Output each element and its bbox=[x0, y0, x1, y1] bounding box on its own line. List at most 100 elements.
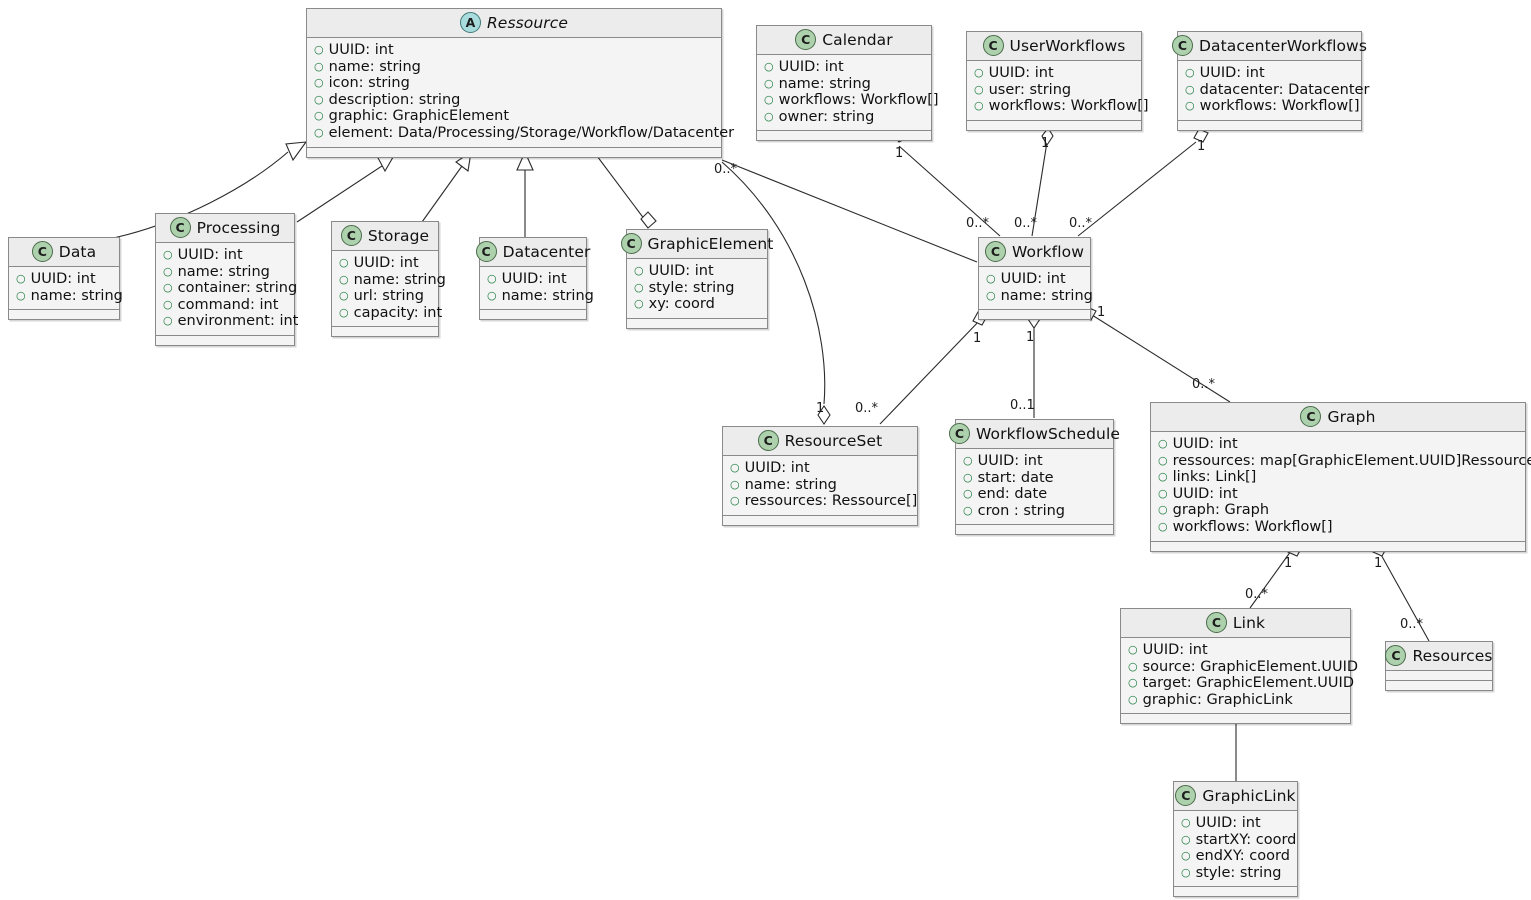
attribute-label: graphic: GraphicLink bbox=[1142, 691, 1293, 708]
class-attribute: ○UUID: int bbox=[1185, 65, 1353, 82]
visibility-public-icon: ○ bbox=[163, 281, 173, 295]
class-icon: C bbox=[340, 225, 362, 246]
attribute-label: UUID: int bbox=[1172, 436, 1238, 452]
class-operations-datacenter bbox=[480, 310, 586, 320]
class-name-label: Resources bbox=[1412, 646, 1493, 665]
visibility-public-icon: ○ bbox=[163, 248, 173, 261]
multiplicity-label: 0..* bbox=[1245, 587, 1269, 602]
class-attribute: ○ xy: coord bbox=[634, 296, 759, 313]
class-operations-datacenterworkflows bbox=[1178, 120, 1361, 130]
class-operations-resourceset bbox=[723, 515, 917, 525]
edge-datacenterworkflows-to-workflow bbox=[1077, 141, 1197, 237]
class-header-workflowschedule: C WorkflowSchedule bbox=[949, 420, 1120, 449]
visibility-public-icon: ○ bbox=[963, 503, 973, 517]
attribute-label: capacity: int bbox=[353, 304, 443, 321]
class-attributes-data: ○UUID: int○name: string bbox=[9, 267, 123, 311]
class-attribute: ○links: Link[] bbox=[1158, 469, 1517, 486]
attribute-label: xy: coord bbox=[648, 296, 715, 313]
attribute-label: workflows: Workflow[] bbox=[778, 92, 939, 109]
attribute-label: graph: Graph bbox=[1172, 502, 1270, 519]
class-attributes-storage: ○UUID: int○name: string○url: string○capa… bbox=[332, 251, 446, 328]
visibility-public-icon: ○ bbox=[163, 297, 173, 311]
class-attributes-graph: ○UUID: int○ressources: map[GraphicElemen… bbox=[1151, 432, 1531, 542]
visibility-public-icon: ○ bbox=[730, 477, 740, 491]
class-attribute: ○capacity: int bbox=[339, 305, 442, 322]
class-operations-graph bbox=[1151, 541, 1525, 551]
visibility-public-icon: ○ bbox=[1158, 453, 1168, 467]
class-name-label: Graph bbox=[1327, 407, 1376, 426]
edge-graph-to-link bbox=[1249, 550, 1292, 609]
generalization-arrow-data bbox=[285, 141, 308, 162]
attribute-label: UUID: int bbox=[1195, 815, 1261, 831]
class-operations-ressource bbox=[307, 147, 721, 157]
visibility-public-icon: ○ bbox=[634, 297, 644, 311]
class-attribute: ○ name: string bbox=[16, 288, 123, 305]
class-attributes-link: ○UUID: int○source: GraphicElement.UUID○t… bbox=[1121, 638, 1358, 715]
visibility-public-icon: ○ bbox=[16, 288, 26, 302]
attribute-label: UUID: int bbox=[1199, 65, 1265, 81]
class-attribute: ○name: string bbox=[986, 288, 1093, 305]
attribute-label: UUID: int bbox=[1172, 485, 1238, 502]
class-operations-processing bbox=[156, 335, 294, 345]
multiplicity-label: 1 bbox=[816, 401, 824, 416]
class-attribute: ○graphic: GraphicLink bbox=[1128, 692, 1342, 709]
multiplicity-label: 1 bbox=[1284, 556, 1292, 571]
visibility-public-icon: ○ bbox=[1185, 82, 1195, 96]
visibility-public-icon: ○ bbox=[1158, 486, 1168, 500]
class-operations-userworkflows bbox=[967, 120, 1141, 130]
class-attribute: ○url: string bbox=[339, 288, 430, 305]
attribute-label: UUID: int bbox=[1142, 642, 1208, 658]
class-icon: C bbox=[475, 241, 497, 262]
class-attribute: ○graphic: GraphicElement bbox=[314, 108, 713, 125]
class-attribute: ○UUID: int bbox=[1128, 642, 1342, 659]
composition-diamond-resourceset bbox=[817, 405, 831, 425]
edge-userworkflows-to-workflow bbox=[1031, 141, 1048, 237]
class-icon: C bbox=[1300, 406, 1322, 427]
class-attribute: ○target: GraphicElement.UUID bbox=[1128, 675, 1354, 692]
attribute-label: datacenter: Datacenter bbox=[1199, 81, 1370, 98]
visibility-public-icon: ○ bbox=[487, 272, 497, 285]
visibility-public-icon: ○ bbox=[974, 82, 984, 96]
class-icon: C bbox=[949, 423, 970, 444]
visibility-public-icon: ○ bbox=[339, 272, 349, 286]
multiplicity-label: 0..* bbox=[1400, 617, 1424, 632]
class-name-label: Link bbox=[1232, 613, 1266, 632]
class-attribute: ○icon: string bbox=[314, 75, 713, 92]
visibility-public-icon: ○ bbox=[487, 288, 497, 302]
attribute-label: name: string bbox=[30, 287, 123, 304]
class-attribute: ○workflows: Workflow[] bbox=[764, 92, 939, 109]
attribute-label: name: string bbox=[744, 476, 837, 493]
visibility-public-icon: ○ bbox=[634, 280, 644, 294]
attribute-label: name: string bbox=[328, 58, 421, 75]
class-icon: C bbox=[169, 217, 191, 238]
visibility-public-icon: ○ bbox=[314, 109, 324, 123]
class-name-label: WorkflowSchedule bbox=[976, 424, 1120, 443]
class-name-label: GraphicLink bbox=[1202, 786, 1296, 805]
attribute-label: element: Data/Processing/Storage/Workflo… bbox=[328, 124, 735, 141]
attribute-label: source: GraphicElement.UUID bbox=[1142, 658, 1359, 675]
attribute-label: user: string bbox=[988, 81, 1072, 98]
